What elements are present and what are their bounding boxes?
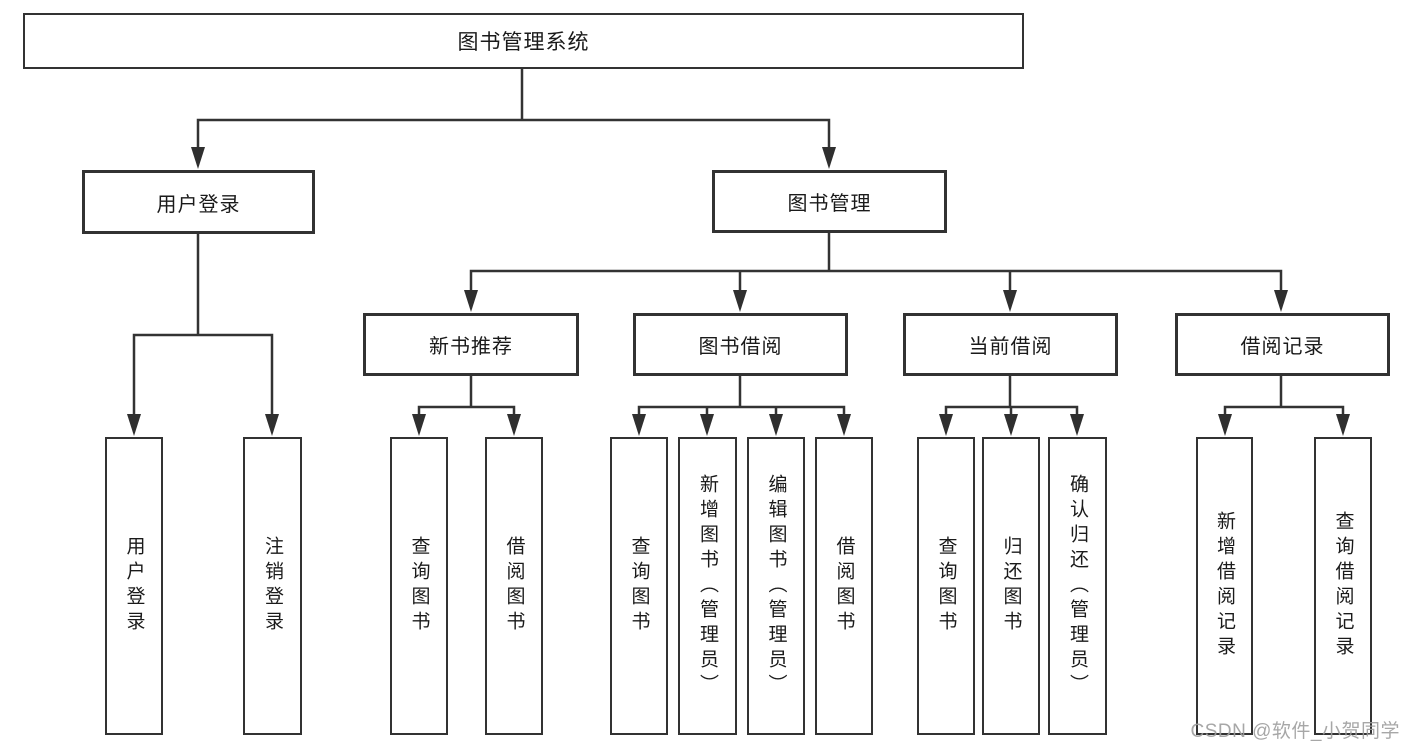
node-book-management: 图书管理 xyxy=(712,170,947,233)
leaf-borrow-query-books: 查询图书 xyxy=(610,437,668,735)
leaf-user-login: 用户登录 xyxy=(105,437,163,735)
leaf-records-add-record: 新增借阅记录 xyxy=(1196,437,1253,735)
leaf-recommend-borrow-books: 借阅图书 xyxy=(485,437,543,735)
leaf-current-confirm-return-admin: 确认归还（管理员） xyxy=(1048,437,1107,735)
node-user-login: 用户登录 xyxy=(82,170,315,234)
node-book-borrow: 图书借阅 xyxy=(633,313,848,376)
arrowheads xyxy=(127,147,1350,436)
node-new-book-recommend: 新书推荐 xyxy=(363,313,579,376)
leaf-current-return-books: 归还图书 xyxy=(982,437,1040,735)
leaf-borrow-borrow-books: 借阅图书 xyxy=(815,437,873,735)
leaf-records-query-record: 查询借阅记录 xyxy=(1314,437,1372,735)
leaf-logout: 注销登录 xyxy=(243,437,302,735)
node-library-management-system: 图书管理系统 xyxy=(23,13,1024,69)
node-current-borrow: 当前借阅 xyxy=(903,313,1118,376)
leaf-borrow-add-books-admin: 新增图书（管理员） xyxy=(678,437,737,735)
node-borrow-records: 借阅记录 xyxy=(1175,313,1390,376)
leaf-current-query-books: 查询图书 xyxy=(917,437,975,735)
csdn-watermark: CSDN @软件_小贺同学 xyxy=(1190,721,1400,742)
leaf-borrow-edit-books-admin: 编辑图书（管理员） xyxy=(747,437,805,735)
leaf-recommend-query-books: 查询图书 xyxy=(390,437,448,735)
